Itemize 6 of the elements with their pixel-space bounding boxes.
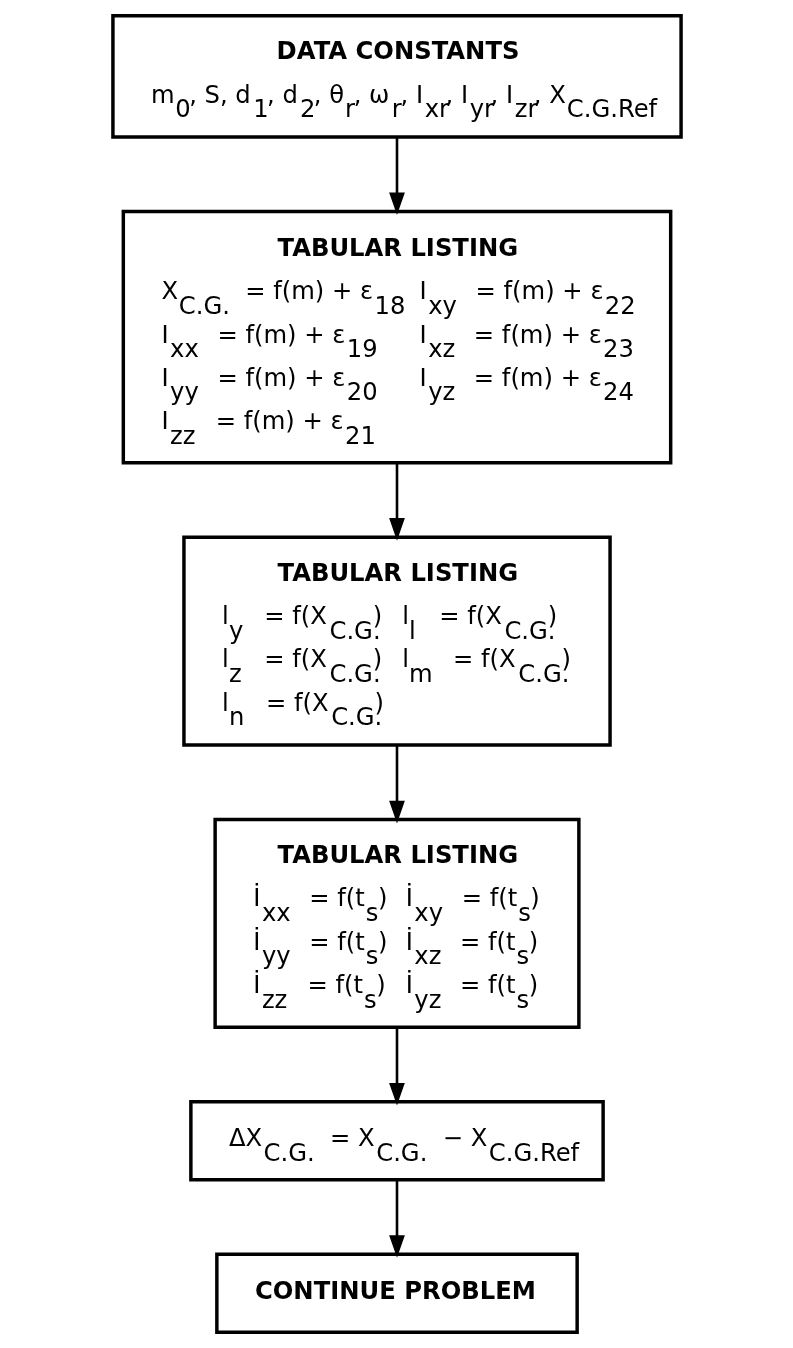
arrow (388, 1027, 405, 1106)
arrow (388, 137, 405, 215)
arrow (388, 745, 405, 824)
arrow (388, 462, 405, 541)
arrow (388, 1180, 405, 1258)
node-box: CONTINUE PROBLEM (214, 1252, 579, 1334)
